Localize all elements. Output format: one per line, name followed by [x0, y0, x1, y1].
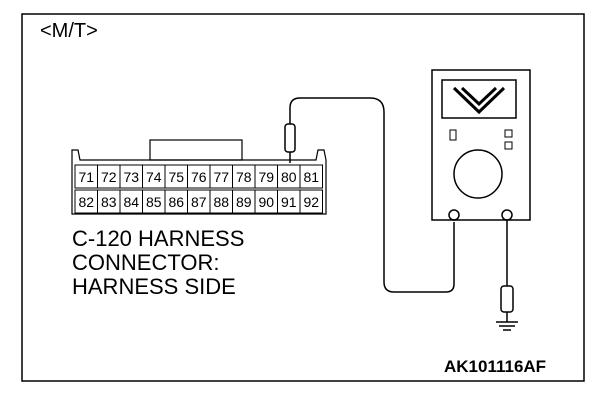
range-switch-icon — [449, 129, 457, 141]
connector-label-line3: HARNESS SIDE — [72, 274, 236, 299]
ground-lead — [496, 220, 518, 331]
probe-tip-icon — [284, 123, 296, 153]
meter-body — [431, 69, 531, 221]
connector-housing — [71, 149, 327, 215]
probe-wire-positive — [284, 97, 455, 293]
pin-number-88: 88 — [213, 194, 229, 210]
pin-number-87: 87 — [191, 194, 207, 210]
pin-number-79: 79 — [258, 169, 274, 185]
pin-cell — [299, 164, 323, 189]
pin-number-90: 90 — [258, 194, 274, 210]
connector-label-line2: CONNECTOR: — [72, 250, 220, 275]
pin-number-89: 89 — [236, 194, 252, 210]
pin-number-78: 78 — [236, 169, 252, 185]
connector-latch — [149, 139, 243, 161]
pin-number-84: 84 — [123, 194, 139, 210]
figure-code: AK101116AF — [444, 357, 547, 376]
diagram-border — [21, 13, 585, 382]
transmission-mode-label: <M/T> — [40, 20, 98, 42]
pin-number-76: 76 — [191, 169, 207, 185]
pin-number-80: 80 — [281, 169, 297, 185]
harness-connector: 71 72 73 74 75 76 77 78 79 80 81 82 83 84 85 86 87 88 89 90… — [71, 139, 327, 215]
pin-number-92: 92 — [303, 194, 319, 210]
pin-number-75: 75 — [168, 169, 184, 185]
jack-com — [448, 209, 460, 221]
pin-number-81: 81 — [303, 169, 319, 185]
pin-number-72: 72 — [101, 169, 117, 185]
pin-number-77: 77 — [213, 169, 229, 185]
pin-number-91: 91 — [281, 194, 297, 210]
mode-indicator-2 — [504, 141, 513, 150]
pin-number-73: 73 — [123, 169, 139, 185]
pin-number-74: 74 — [146, 169, 162, 185]
mode-indicator-1 — [504, 129, 513, 138]
rotary-dial-icon — [453, 149, 503, 199]
pin-number-86: 86 — [168, 194, 184, 210]
pin-number-82: 82 — [78, 194, 94, 210]
multimeter — [431, 69, 531, 221]
pin-number-85: 85 — [146, 194, 162, 210]
pin-number-71: 71 — [78, 169, 94, 185]
ground-probe-icon — [500, 285, 514, 313]
connector-label-line1: C-120 HARNESS — [72, 226, 245, 251]
pin-cell — [299, 189, 323, 214]
meter-display — [441, 79, 517, 119]
voltage-v-icon — [452, 86, 506, 115]
pin-number-83: 83 — [101, 194, 117, 210]
